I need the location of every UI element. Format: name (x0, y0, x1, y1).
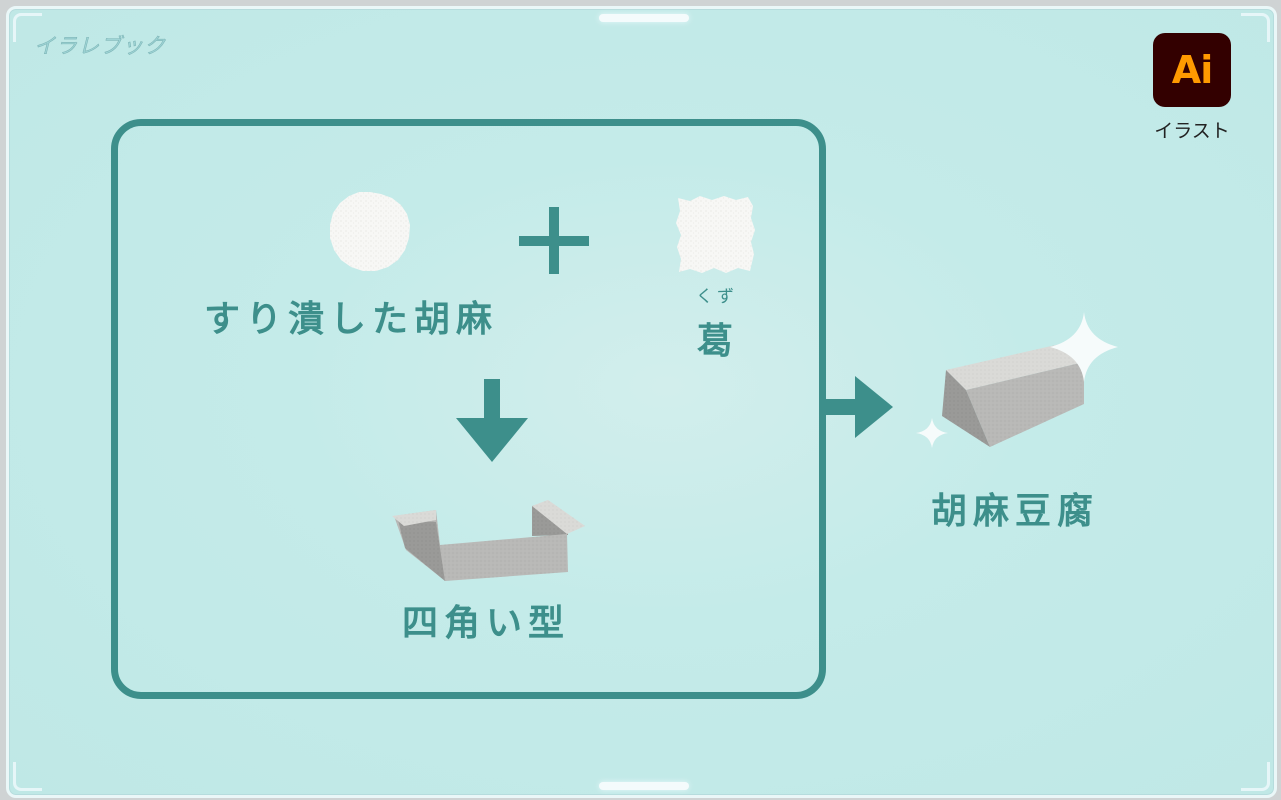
ground-sesame-icon (330, 192, 410, 271)
kudzu-reading: くず (696, 282, 738, 307)
kudzu-label: 葛 (697, 312, 739, 364)
plus-icon (519, 207, 589, 274)
result-label: 胡麻豆腐 (931, 482, 1099, 534)
down-arrow-icon (456, 379, 528, 462)
sesame-tofu-icon (942, 344, 1086, 447)
mold-label: 四角い型 (402, 594, 570, 646)
right-arrow-icon (819, 376, 893, 438)
sesame-label: すり潰した胡麻 (204, 290, 498, 342)
sparkle-small-icon (916, 418, 948, 448)
kudzu-starch-icon (676, 196, 755, 273)
square-mold-icon (392, 500, 585, 581)
